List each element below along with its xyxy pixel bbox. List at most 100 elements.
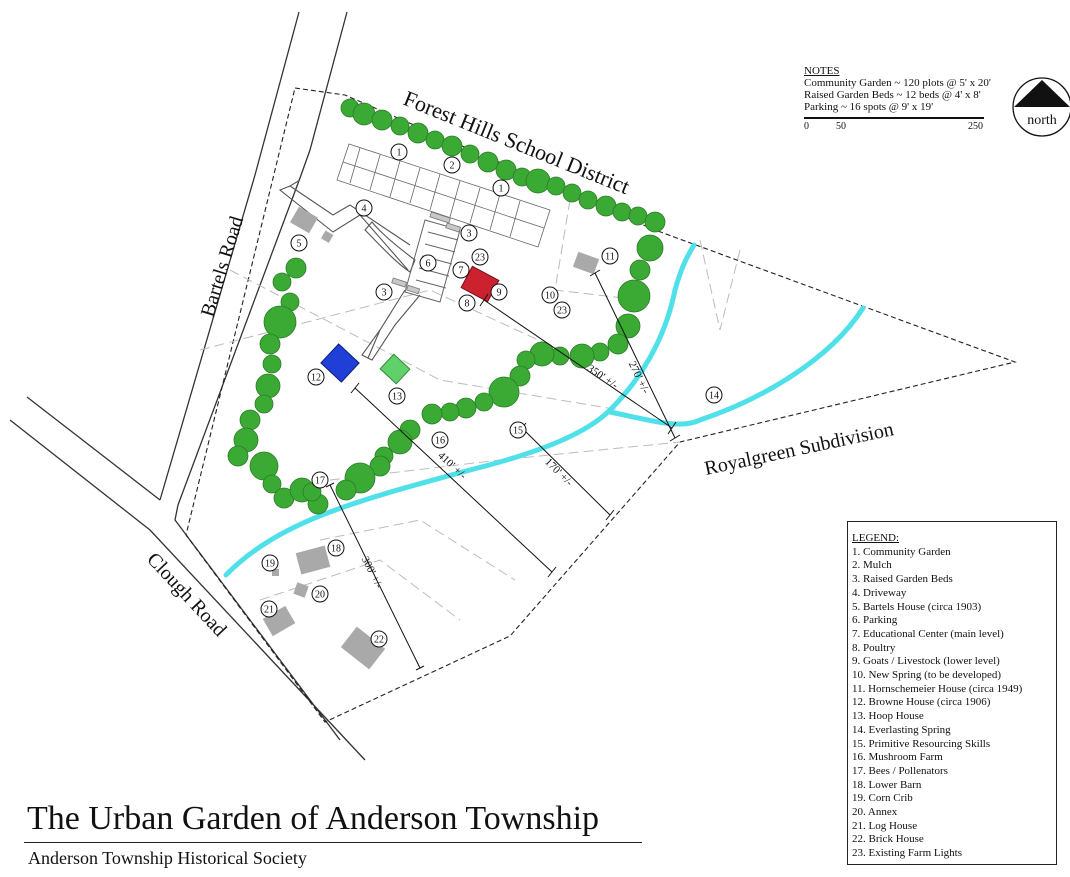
bartels-road-label: Bartels Road — [197, 214, 248, 320]
marker-number: 1 — [397, 148, 402, 159]
marker-number: 13 — [392, 392, 402, 403]
tree — [569, 343, 595, 369]
dim-300: 300' +/- — [359, 555, 385, 591]
marker-11: 11 — [601, 247, 619, 265]
marker-23: 23 — [553, 301, 571, 319]
title-underline — [24, 842, 642, 843]
marker-circle — [705, 386, 723, 404]
buildings — [262, 206, 600, 670]
marker-number: 18 — [331, 544, 341, 555]
browne-house — [320, 343, 360, 383]
marker-circle — [553, 301, 571, 319]
scale-bar-line — [804, 117, 984, 119]
tree — [254, 394, 274, 414]
marker-22: 22 — [370, 630, 388, 648]
tree — [255, 373, 281, 399]
tree — [460, 144, 480, 164]
marker-circle — [443, 156, 461, 174]
marker-circle — [509, 421, 527, 439]
legend-item: 9. Goats / Livestock (lower level) — [852, 655, 1000, 668]
marker-circle — [492, 179, 510, 197]
clough-road-north-edge — [26, 396, 161, 501]
tree — [425, 130, 445, 150]
marker-number: 1 — [499, 184, 504, 195]
marker-number: 6 — [426, 259, 431, 270]
marker-number: 17 — [315, 476, 325, 487]
marker-19: 19 — [261, 554, 279, 572]
marker-circle — [390, 143, 408, 161]
marker-16: 16 — [431, 431, 449, 449]
tree — [335, 479, 357, 501]
marker-number: 4 — [362, 204, 367, 215]
legend-item: 2. Mulch — [852, 559, 892, 572]
marker-number: 15 — [513, 426, 523, 437]
marker-circle — [290, 234, 308, 252]
clough-road-label: Clough Road — [142, 548, 230, 641]
tree — [440, 402, 460, 422]
marker-number: 23 — [475, 253, 485, 264]
marker-circle — [327, 539, 345, 557]
tree — [607, 333, 629, 355]
marker-circle — [311, 471, 329, 489]
tree — [612, 202, 632, 222]
tree — [421, 403, 443, 425]
scale-tick: 0 — [804, 121, 809, 132]
tree — [407, 122, 429, 144]
marker-circle — [311, 585, 329, 603]
dimension-lines — [329, 272, 676, 669]
legend-item: 11. Hornschemeier House (circa 1949) — [852, 682, 1023, 695]
marker-number: 21 — [264, 605, 274, 616]
marker-3: 3 — [375, 283, 393, 301]
marker-number: 10 — [545, 291, 555, 302]
tree — [227, 445, 249, 467]
tree — [474, 392, 494, 412]
tree — [371, 109, 393, 131]
legend-item: 17. Bees / Pollenators — [852, 764, 948, 777]
legend-item: 12. Browne House (circa 1906) — [852, 696, 991, 709]
marker-circle — [261, 554, 279, 572]
notes-block: NOTES Community Garden ~ 120 plots @ 5' … — [804, 65, 991, 113]
corn-crib — [272, 569, 279, 576]
marker-circle — [388, 387, 406, 405]
everlasting-spring — [223, 242, 866, 578]
map-title: The Urban Garden of Anderson Township — [27, 800, 600, 837]
tree — [644, 211, 666, 233]
legend-item: 13. Hoop House — [852, 710, 924, 723]
legend-item: 10. New Spring (to be developed) — [852, 669, 1002, 682]
legend-item: 19. Corn Crib — [852, 792, 913, 805]
marker-1: 1 — [390, 143, 408, 161]
driveway — [278, 179, 421, 361]
hornschemeier-house — [572, 251, 600, 275]
marker-circle — [375, 283, 393, 301]
marker-1: 1 — [492, 179, 510, 197]
clough-road-south-edge — [9, 419, 366, 761]
marker-21: 21 — [260, 600, 278, 618]
legend-item: 21. Log House — [852, 819, 918, 832]
marker-circle — [460, 224, 478, 242]
scale-tick: 250 — [968, 121, 983, 132]
marker-number: 23 — [557, 306, 567, 317]
tree — [562, 183, 582, 203]
legend-heading: LEGEND: — [852, 532, 900, 544]
marker-circle — [419, 254, 437, 272]
legend-item: 1. Community Garden — [852, 545, 951, 558]
legend-item: 16. Mushroom Farm — [852, 751, 943, 764]
legend-item: 5. Bartels House (circa 1903) — [852, 600, 982, 613]
marker-18: 18 — [327, 539, 345, 557]
marker-circle — [452, 261, 470, 279]
marker-23: 23 — [471, 248, 489, 266]
dim-170: 170' +/- — [542, 456, 575, 489]
marker-4: 4 — [355, 199, 373, 217]
tree — [636, 234, 664, 262]
legend-item: 22. Brick House — [852, 833, 924, 846]
bartels-road-east-edge — [177, 11, 348, 506]
legend-item: 7. Educational Center (main level) — [852, 627, 1004, 640]
marker-circle — [471, 248, 489, 266]
lower-barn — [295, 545, 331, 575]
legend-item: 20. Annex — [852, 806, 898, 819]
notes-heading: NOTES — [804, 65, 840, 77]
bartels-road-west-edge — [159, 11, 300, 501]
log-house — [262, 605, 296, 637]
tree — [509, 365, 531, 387]
